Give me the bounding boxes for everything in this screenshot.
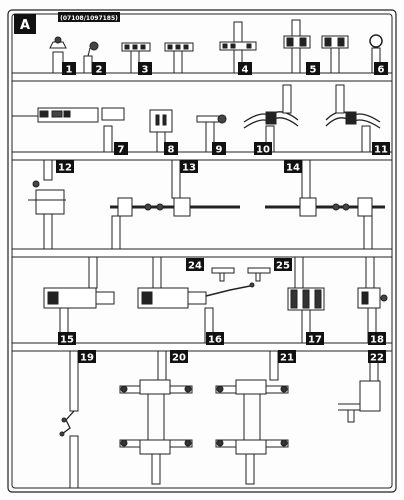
part-tag-bg (254, 142, 272, 155)
part-drawing-4 (219, 21, 257, 74)
runners (11, 72, 393, 352)
part-tag-bg (78, 350, 96, 363)
part-number-22: 22 (370, 353, 384, 364)
part-tag-bg (58, 332, 76, 345)
part-number-6: 6 (378, 65, 385, 76)
part-drawing-7 (12, 107, 125, 153)
part-tag-bg (114, 142, 128, 155)
part-tag-bg (170, 350, 188, 363)
part-tag-bg (56, 160, 74, 173)
sprue-code: (07108/1097185) (60, 15, 118, 22)
part-number-1: 1 (66, 65, 73, 76)
part-tag-bg (368, 350, 386, 363)
part-number-13: 13 (182, 163, 196, 174)
part-number-16: 16 (208, 335, 222, 346)
part-drawing-19 (59, 350, 79, 489)
part-drawing-24 (211, 267, 235, 282)
part-drawing-20 (119, 350, 193, 485)
part-drawing-3b (164, 42, 194, 74)
part-drawing-3 (121, 42, 151, 74)
part-number-11: 11 (374, 145, 388, 156)
part-tag-bg (368, 332, 386, 345)
part-tag-bg (372, 142, 390, 155)
part-drawing-5 (283, 19, 311, 74)
part-number-21: 21 (280, 353, 294, 364)
outer-frame (7, 9, 397, 493)
part-tag-bg (92, 62, 106, 75)
sprue-letter-tab: A (14, 14, 36, 34)
part-number-25: 25 (276, 261, 290, 272)
part-tag-bg (284, 160, 302, 173)
part-number-3: 3 (142, 65, 149, 76)
part-tag-bg (238, 62, 252, 75)
part-number-8: 8 (168, 145, 175, 156)
part-drawing-18 (357, 256, 388, 344)
part-tag-bg (164, 142, 178, 155)
part-number-12: 12 (58, 163, 72, 174)
part-number-17: 17 (308, 335, 322, 346)
part-drawing-5b (321, 35, 349, 74)
part-number-5: 5 (310, 65, 317, 76)
part-drawing-10 (243, 84, 299, 153)
part-drawing-13 (110, 159, 240, 250)
part-drawing-21 (215, 350, 289, 485)
part-number-2: 2 (96, 65, 103, 76)
part-drawing-17 (287, 256, 325, 344)
part-number-14: 14 (286, 163, 300, 174)
part-tag-bg (374, 62, 388, 75)
part-number-4: 4 (242, 65, 249, 76)
part-number-19: 19 (80, 353, 94, 364)
part-drawing-22 (338, 350, 381, 423)
part-drawing-9 (196, 114, 227, 153)
part-drawing-12 (28, 159, 66, 250)
sprue-code-tab: (07108/1097185) (58, 12, 120, 22)
part-number-7: 7 (118, 145, 125, 156)
part-tag-bg (306, 332, 324, 345)
part-number-20: 20 (172, 353, 186, 364)
part-drawing-15 (43, 256, 115, 344)
part-tag-bg (138, 62, 152, 75)
part-drawing-8 (149, 109, 173, 153)
part-tag-bg (212, 142, 226, 155)
part-tag-bg (62, 62, 76, 75)
part-number-10: 10 (256, 145, 270, 156)
part-drawing-14 (265, 159, 385, 250)
part-drawing-25 (247, 267, 271, 282)
sprue-letter: A (20, 18, 30, 33)
part-number-24: 24 (188, 261, 202, 272)
part-tag-bg (306, 62, 320, 75)
part-number-9: 9 (216, 145, 223, 156)
part-tag-bg (274, 258, 292, 271)
part-drawing-2 (83, 41, 99, 74)
part-tag-bg (278, 350, 296, 363)
part-number-15: 15 (60, 335, 74, 346)
part-drawing-16 (137, 256, 255, 344)
part-number-18: 18 (370, 335, 384, 346)
part-tag-bg (206, 332, 224, 345)
part-tag-bg (186, 258, 204, 271)
part-drawing-11 (325, 84, 381, 153)
part-tag-bg (180, 160, 198, 173)
